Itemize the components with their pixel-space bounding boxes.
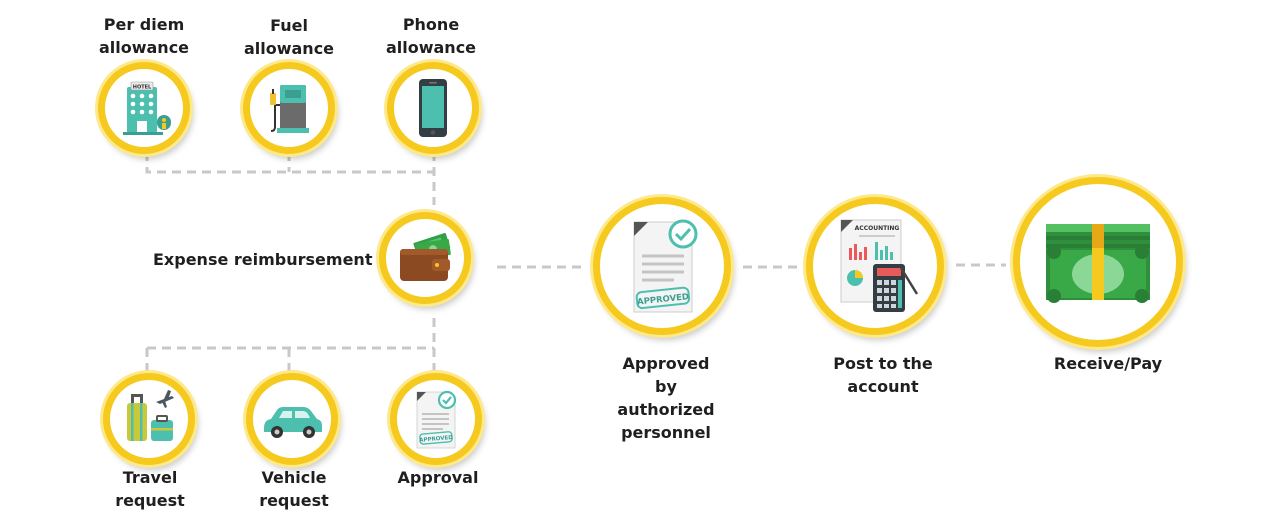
node-expense (379, 212, 471, 304)
label-approval: Approval (397, 468, 479, 487)
wallet-icon (400, 232, 451, 281)
node-fuel (243, 62, 335, 154)
connector-per-diem (145, 152, 434, 174)
node-approved: APPROVED (593, 197, 731, 335)
node-post: ACCOUNTING (806, 197, 944, 335)
smartphone-icon (419, 79, 447, 137)
label-approved: Approved by authorized personnel (617, 354, 715, 442)
node-receive (1013, 177, 1183, 347)
label-expense: Expense reimbursement (153, 250, 373, 269)
label-phone: Phone allowance (385, 15, 477, 57)
fuel-pump-icon (270, 85, 309, 133)
accounting-icon: ACCOUNTING (840, 219, 919, 312)
node-travel (103, 373, 195, 465)
label-vehicle: Vehicle request (259, 468, 329, 510)
hotel-sign-text: HOTEL (133, 84, 152, 90)
node-phone (387, 62, 479, 154)
hotel-icon: HOTEL (123, 81, 171, 135)
money-stack-icon (1046, 224, 1150, 303)
car-icon (264, 407, 322, 438)
label-per-diem: Per diem allowance (98, 15, 190, 57)
approval-document-icon: APPROVED (416, 390, 457, 449)
label-post: Post to the account (833, 354, 933, 396)
luggage-plane-icon (127, 390, 174, 441)
node-approval: APPROVED (390, 373, 482, 465)
label-travel: Travel request (115, 468, 185, 510)
label-fuel: Fuel allowance (243, 16, 335, 58)
node-per-diem: HOTEL (98, 62, 190, 154)
approved-document-icon: APPROVED (633, 219, 698, 313)
node-vehicle (246, 373, 338, 465)
approval-stamp-text: APPROVED (419, 435, 453, 444)
label-receive: Receive/Pay (1053, 354, 1163, 373)
accounting-title-text: ACCOUNTING (855, 225, 900, 232)
